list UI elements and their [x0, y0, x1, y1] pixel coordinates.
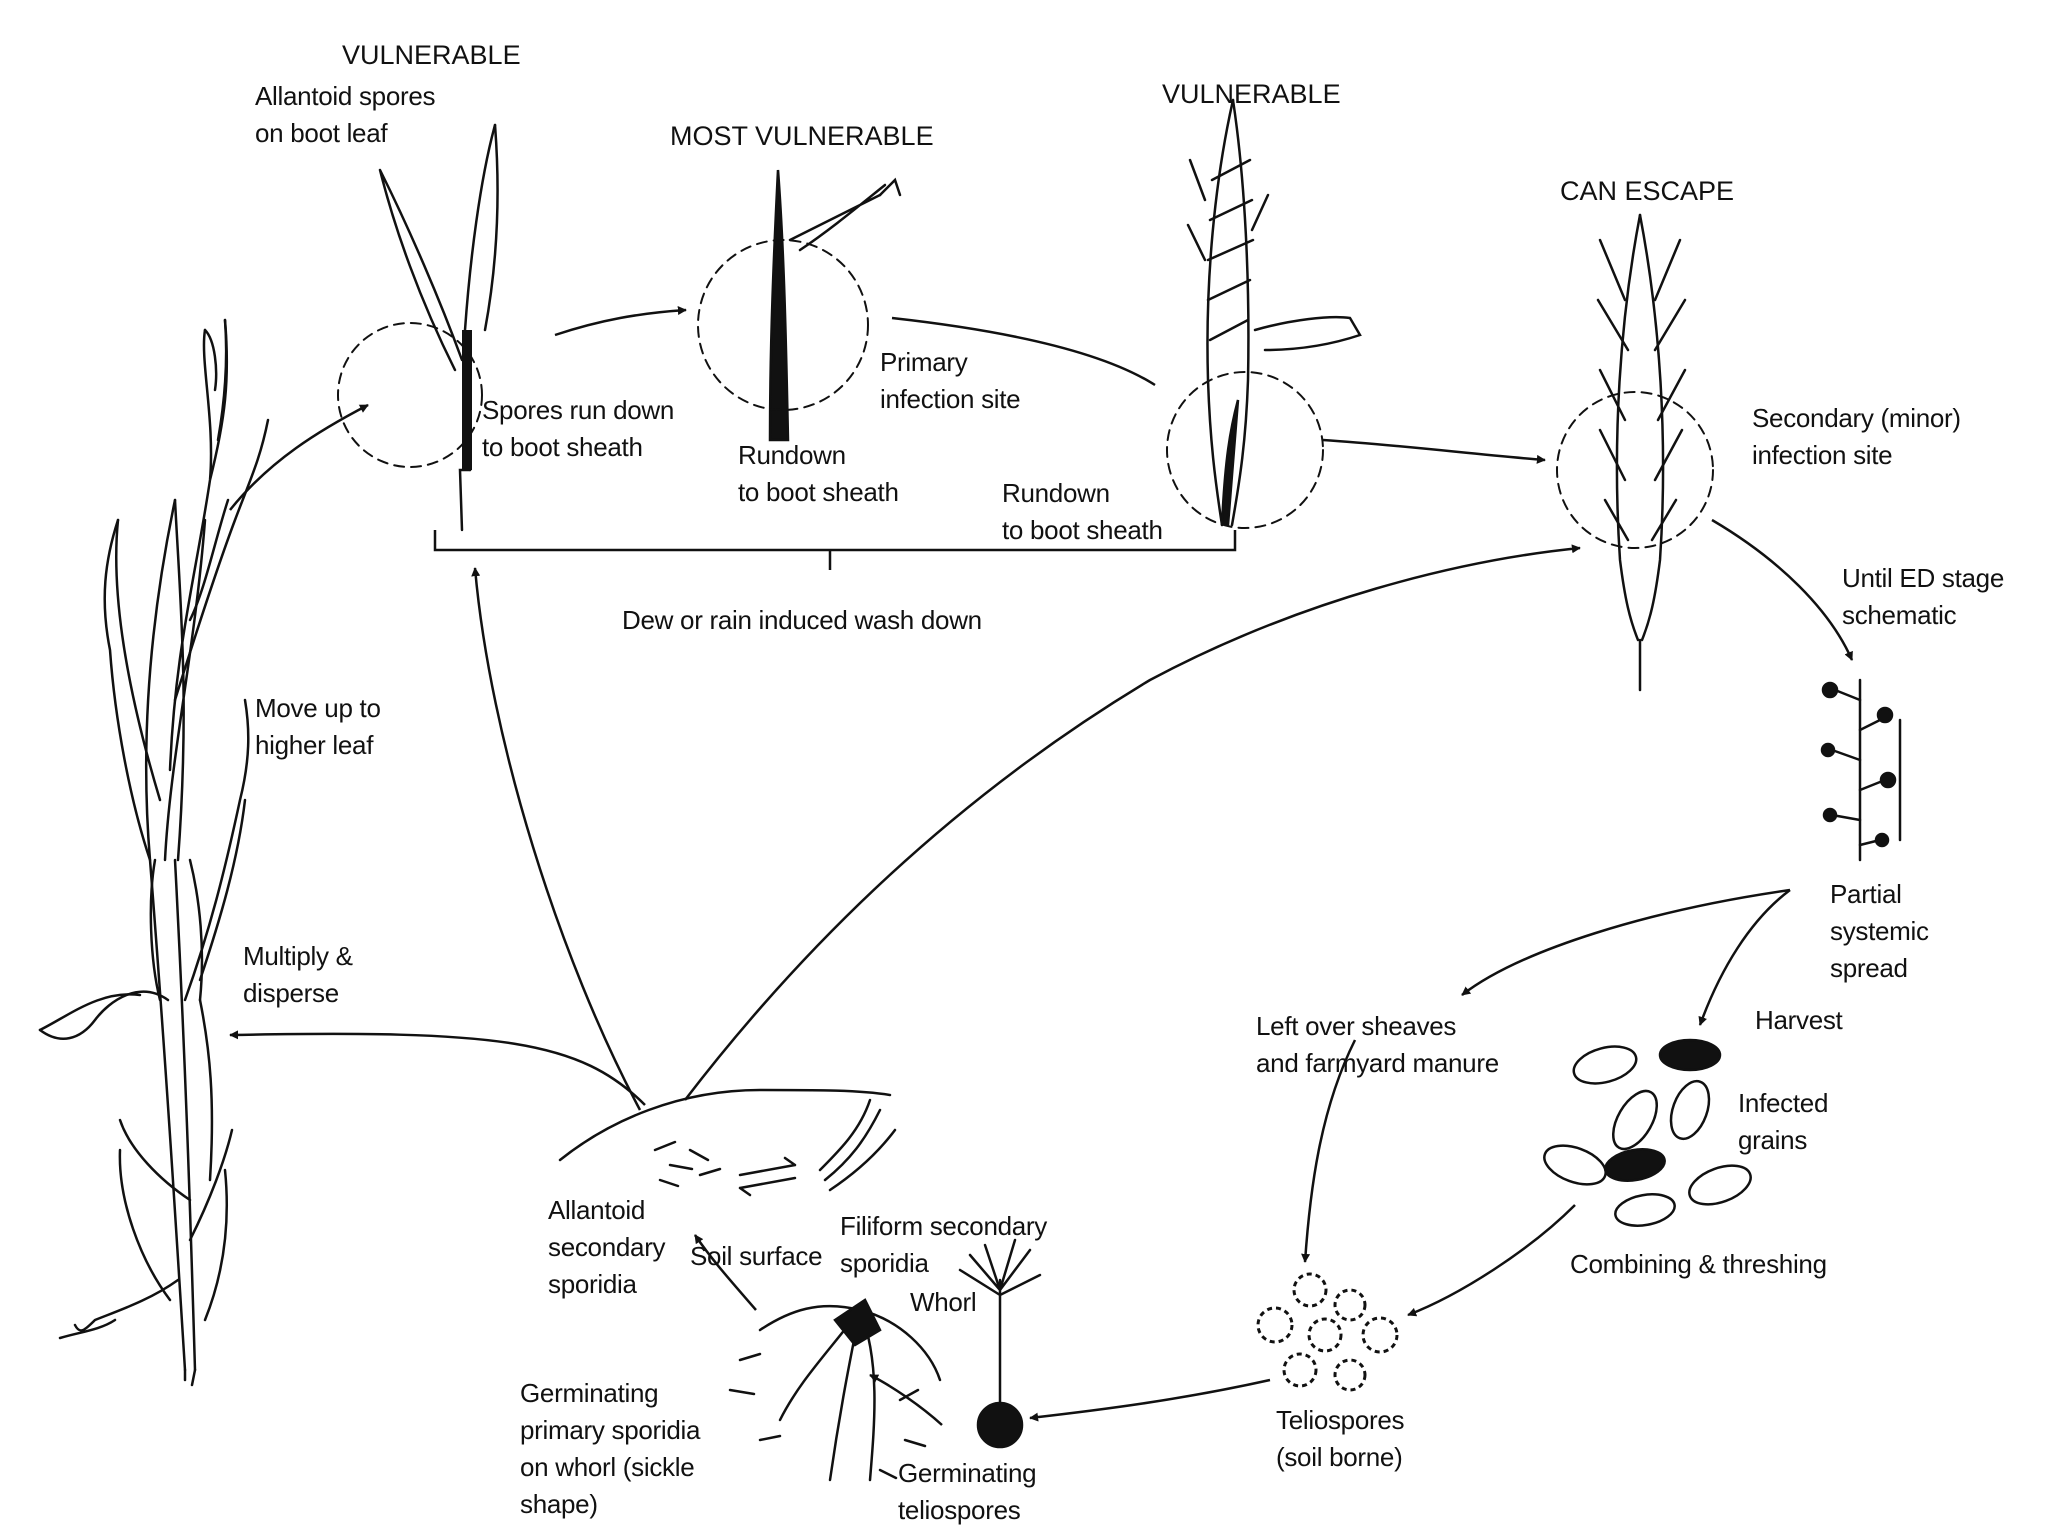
primary-infection-label: Primary infection site — [880, 347, 1021, 414]
partial-systemic-label: Partial systemic spread — [1830, 879, 1929, 983]
emerging-spike-drawing — [697, 169, 902, 442]
heading-spike-drawing — [1166, 98, 1362, 529]
wheat-plant-drawing — [38, 318, 270, 1387]
teliospores-label: Teliospores (soil borne) — [1276, 1405, 1405, 1472]
soil-structures-drawing — [58, 1088, 1042, 1482]
move-up-label: Move up to higher leaf — [255, 693, 381, 760]
multiply-disperse-label: Multiply & disperse — [243, 941, 353, 1008]
teliospores-drawing — [1256, 1272, 1399, 1392]
whorl-label: Whorl — [910, 1287, 977, 1317]
infected-spike-drawing — [1820, 678, 1902, 862]
germinating-teliospores-label: Germinating teliospores — [898, 1458, 1037, 1525]
can-escape-label: CAN ESCAPE — [1560, 176, 1735, 206]
filiform-label: Filiform secondary sporidia — [840, 1211, 1047, 1278]
vulnerable-label-2: VULNERABLE — [1162, 79, 1341, 109]
allantoid-boot-leaf-label: Allantoid spores on boot leaf — [255, 81, 436, 148]
combining-threshing-label: Combining & threshing — [1570, 1249, 1827, 1279]
vulnerable-label-1: VULNERABLE — [342, 40, 521, 70]
until-ed-label: Until ED stage schematic — [1842, 563, 2004, 630]
most-vulnerable-label: MOST VULNERABLE — [670, 121, 934, 151]
rundown-label-2: Rundown to boot sheath — [1002, 478, 1163, 545]
dew-wash-label: Dew or rain induced wash down — [622, 605, 982, 635]
germinating-primary-label: Germinating primary sporidia on whorl (s… — [520, 1378, 701, 1519]
left-over-sheaves-label: Left over sheaves and farmyard manure — [1256, 1011, 1499, 1078]
flow-arrows — [229, 306, 1854, 1426]
rundown-label-1: Rundown to boot sheath — [738, 440, 899, 507]
secondary-infection-label: Secondary (minor) infection site — [1752, 403, 1961, 470]
grains-drawing — [1543, 1038, 1752, 1227]
infected-grains-label: Infected grains — [1738, 1088, 1829, 1155]
mature-spike-drawing — [1556, 213, 1714, 692]
soil-surface-label: Soil surface — [690, 1241, 823, 1271]
allantoid-secondary-label: Allantoid secondary sporidia — [548, 1195, 666, 1299]
boot-leaf-drawing — [337, 123, 499, 532]
harvest-label: Harvest — [1755, 1005, 1843, 1035]
spores-run-down-label: Spores run down to boot sheath — [482, 395, 675, 462]
